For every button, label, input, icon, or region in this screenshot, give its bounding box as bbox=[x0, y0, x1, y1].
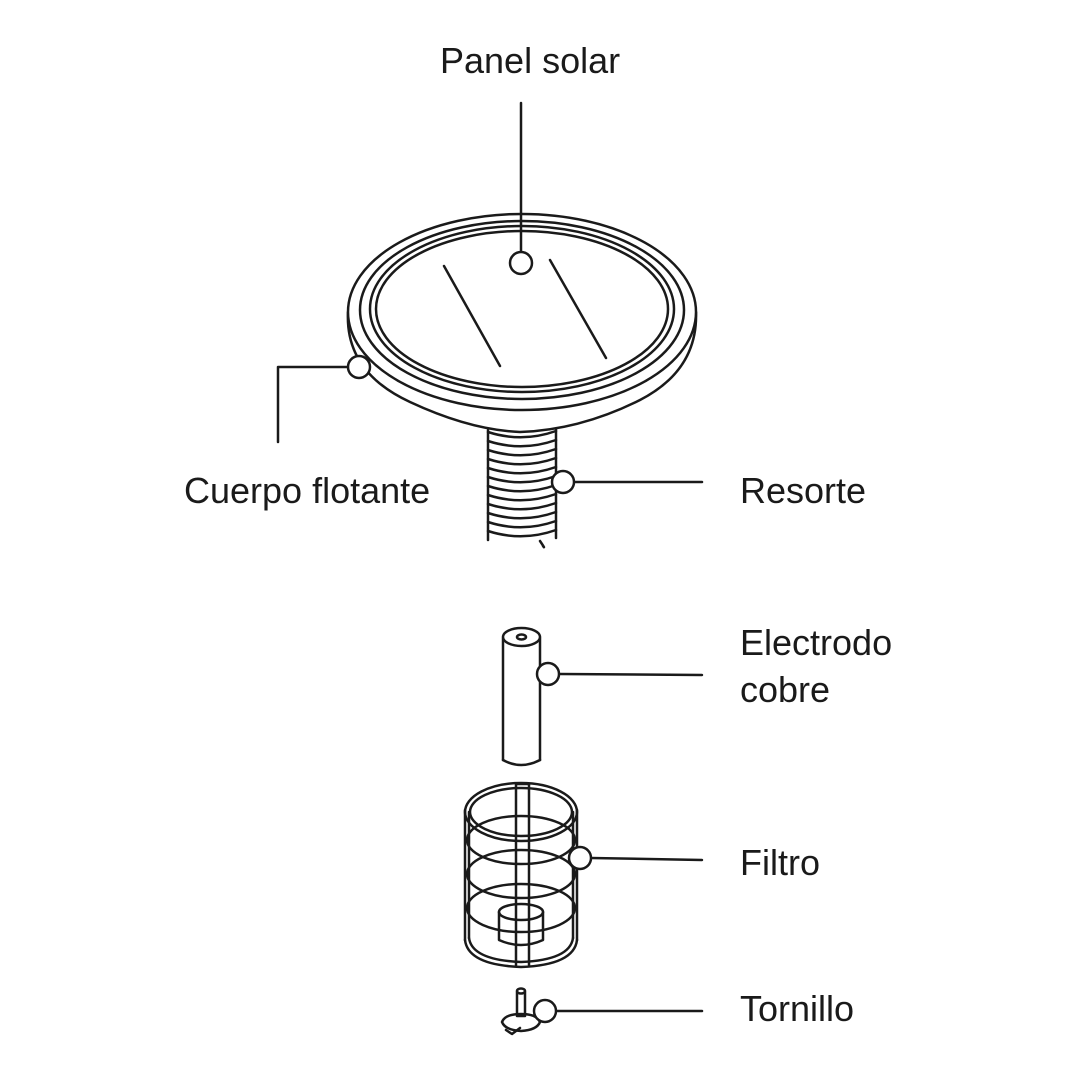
callout-dots bbox=[346, 250, 593, 1024]
label-cuerpo-flotante: Cuerpo flotante bbox=[184, 470, 431, 511]
leader-lines bbox=[276, 101, 704, 1013]
spring-coil bbox=[486, 510, 558, 520]
label-tornillo: Tornillo bbox=[740, 988, 855, 1029]
spring-coil bbox=[486, 519, 558, 529]
spring-coil bbox=[486, 456, 558, 466]
spring-coil bbox=[486, 429, 558, 439]
label-filtro: Filtro bbox=[740, 842, 820, 883]
spring-coil bbox=[486, 438, 558, 448]
spring-coil bbox=[486, 447, 558, 457]
label-electrodo-line1: Electrodo bbox=[740, 622, 893, 663]
spring-coil bbox=[486, 465, 558, 475]
spring-coil bbox=[486, 501, 558, 511]
label-electrodo-cobre: Electrodo cobre bbox=[740, 620, 892, 714]
spring-coil bbox=[486, 528, 558, 538]
float-body-drawing bbox=[346, 212, 698, 434]
label-panel-solar: Panel solar bbox=[440, 40, 621, 81]
spring-coil bbox=[486, 492, 558, 502]
spring-coil bbox=[486, 474, 558, 484]
spring-drawing bbox=[486, 426, 558, 549]
copper-electrode-drawing bbox=[501, 626, 542, 767]
filter-drawing bbox=[463, 781, 579, 969]
label-electrodo-line2: cobre bbox=[740, 668, 831, 710]
spring-coil bbox=[486, 483, 558, 493]
spring-tail bbox=[538, 539, 546, 549]
label-resorte: Resorte bbox=[740, 470, 867, 511]
